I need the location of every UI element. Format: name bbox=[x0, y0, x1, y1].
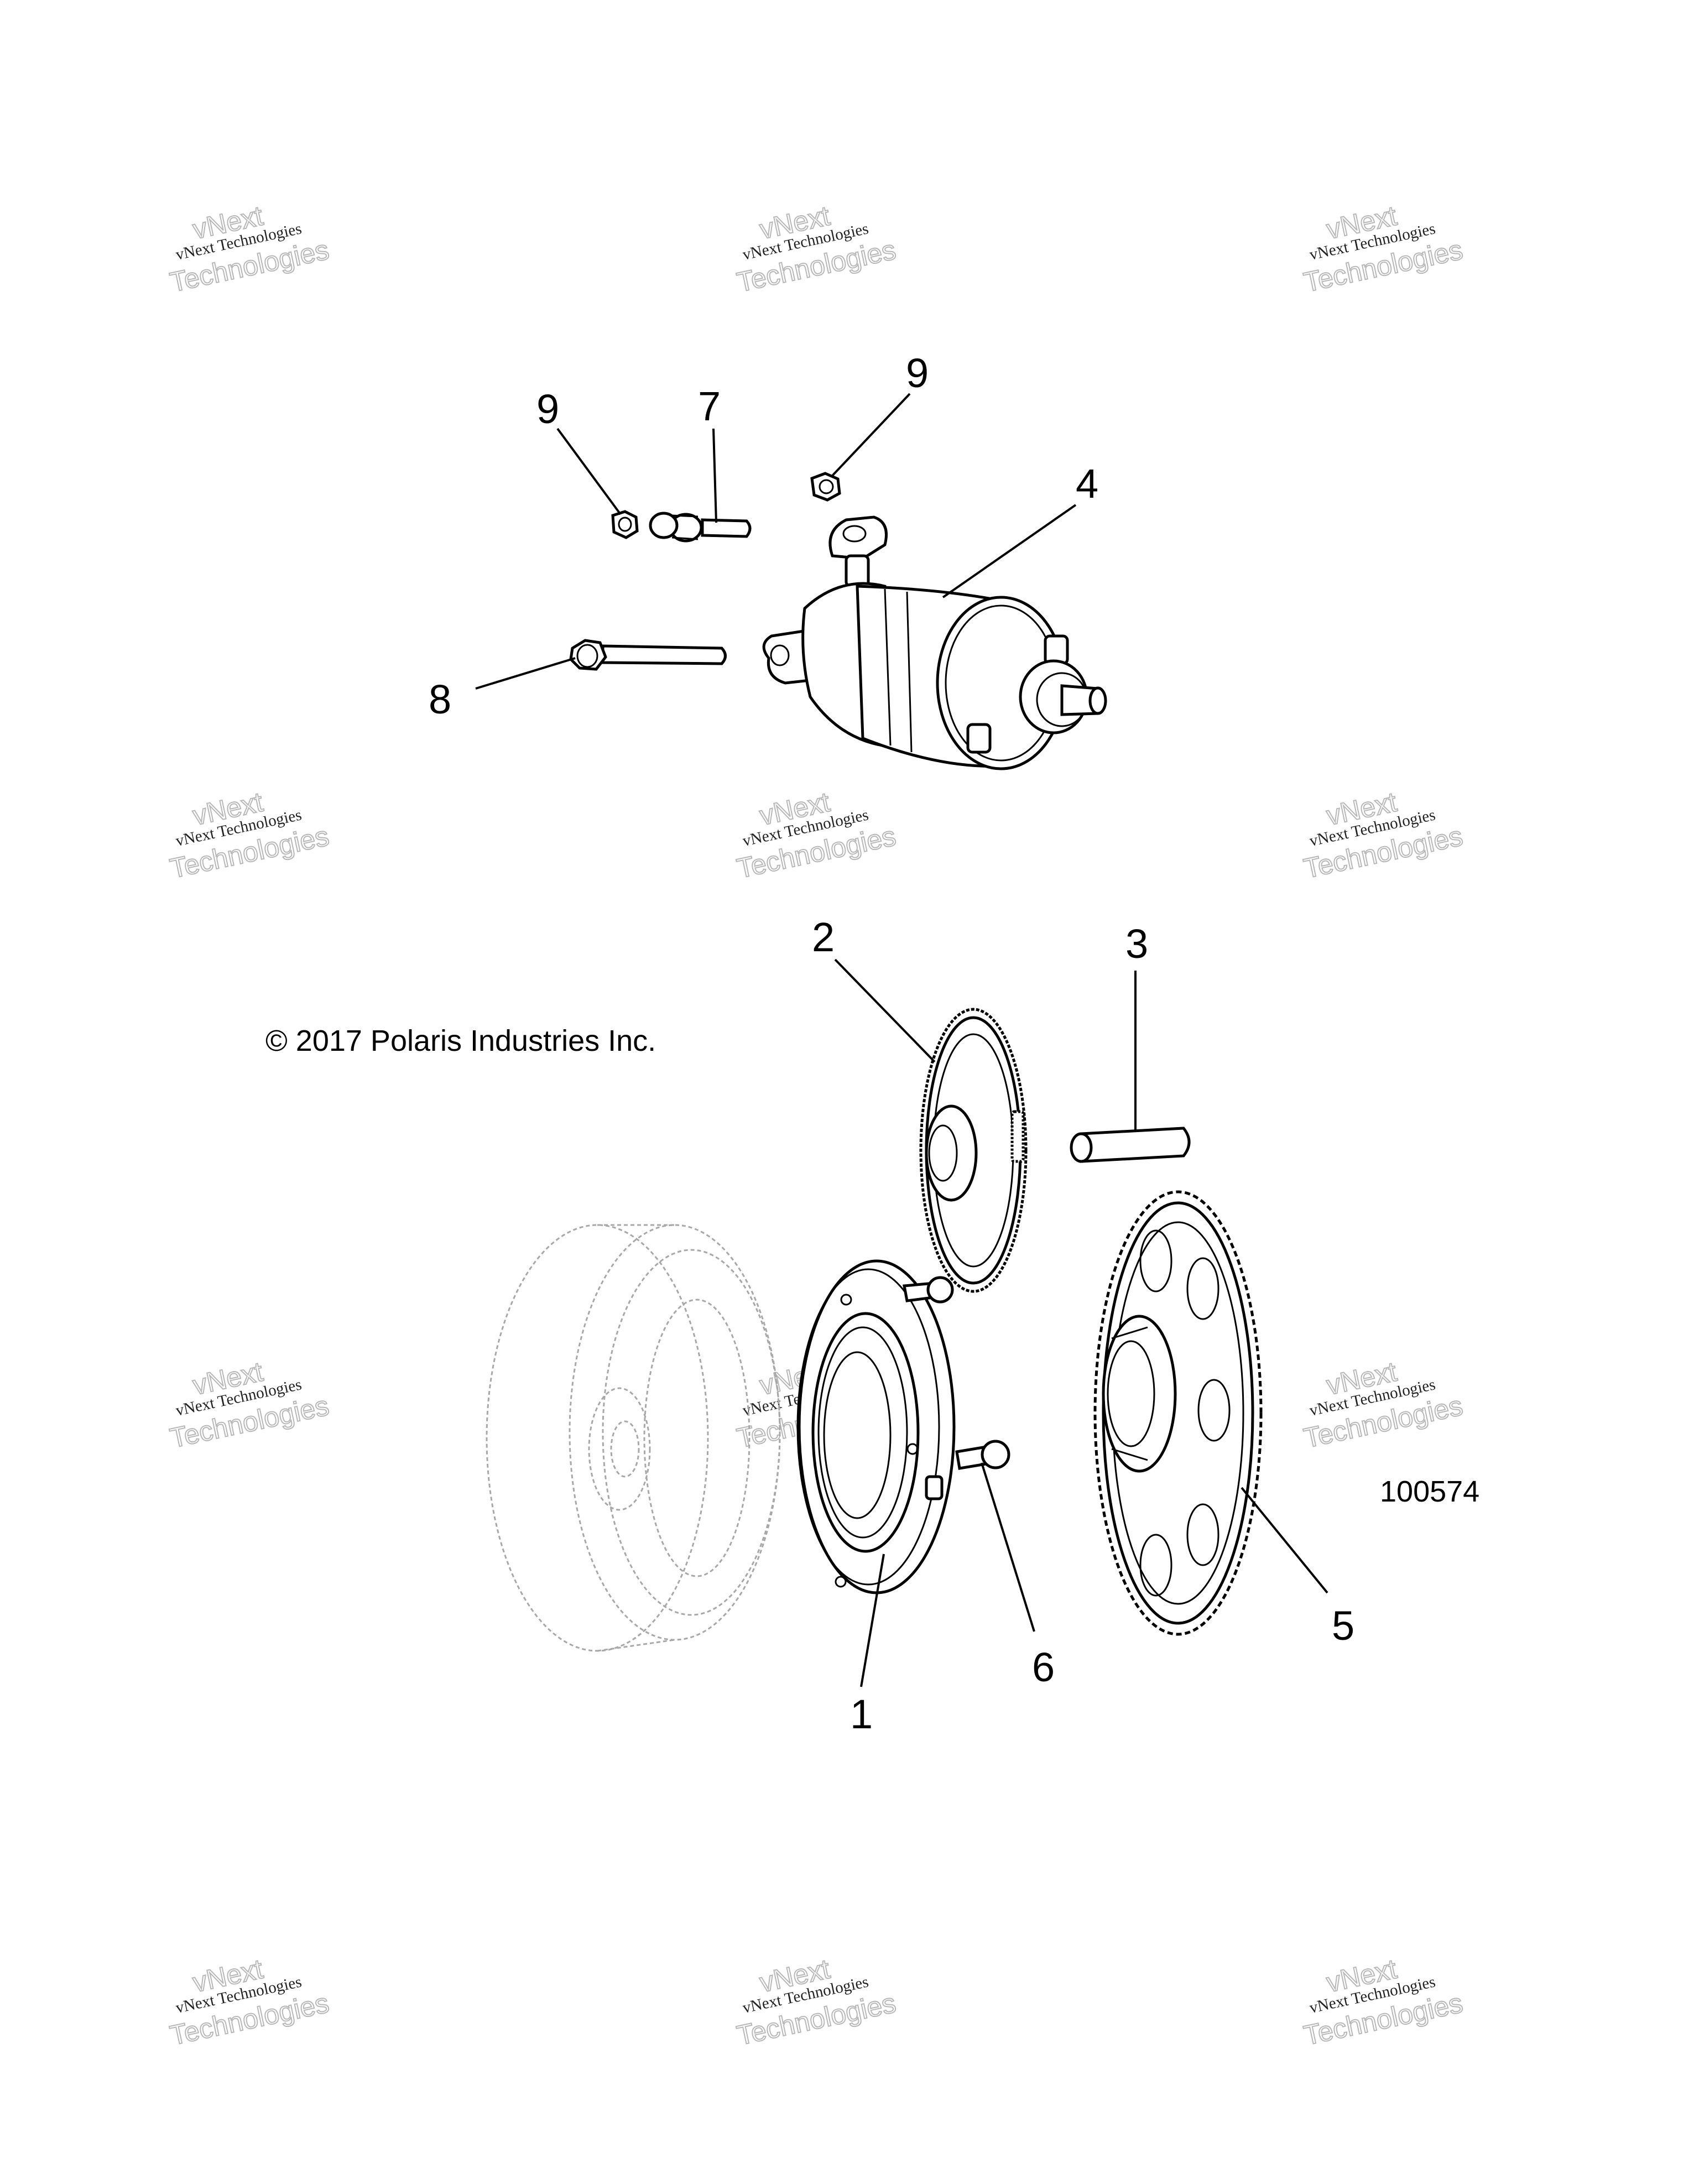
callout-9-left: 9 bbox=[536, 386, 559, 432]
callout-2: 2 bbox=[812, 914, 835, 960]
watermark: vNext vNext Technologies Technologies bbox=[167, 786, 332, 885]
watermark: vNext vNext Technologies Technologies bbox=[167, 200, 332, 299]
watermark: vNext vNext Technologies Technologies bbox=[1301, 1953, 1466, 2052]
callout-5: 5 bbox=[1332, 1603, 1354, 1649]
part-4-starter-motor bbox=[762, 515, 1107, 770]
copyright-notice: © 2017 Polaris Industries Inc. bbox=[265, 1024, 656, 1057]
callout-1: 1 bbox=[850, 1691, 873, 1737]
watermark: vNext vNext Technologies Technologies bbox=[734, 1953, 899, 2052]
callout-9-right: 9 bbox=[906, 350, 929, 396]
watermark: vNext vNext Technologies Technologies bbox=[734, 786, 899, 885]
part-5-driven-gear bbox=[1093, 1190, 1263, 1636]
callout-4: 4 bbox=[1076, 461, 1098, 507]
watermark: vNext vNext Technologies Technologies bbox=[1301, 1356, 1466, 1455]
watermark-grid: vNext vNext Technologies Technologies vN… bbox=[167, 200, 1466, 2052]
part-2-idler-gear bbox=[919, 1008, 1028, 1293]
watermark: vNext vNext Technologies Technologies bbox=[1301, 786, 1466, 885]
part-8-bolt bbox=[569, 639, 727, 671]
part-9-nut-left bbox=[611, 510, 639, 539]
part-6-screw-lower bbox=[955, 1440, 1010, 1470]
watermark: vNext vNext Technologies Technologies bbox=[734, 200, 899, 299]
callout-6: 6 bbox=[1032, 1644, 1055, 1690]
figure-number: 100574 bbox=[1380, 1475, 1479, 1508]
leader-lines bbox=[475, 393, 1328, 1687]
watermark: vNext vNext Technologies Technologies bbox=[167, 1953, 332, 2052]
part-3-shaft bbox=[1070, 1127, 1191, 1163]
watermark: vNext vNext Technologies Technologies bbox=[1301, 200, 1466, 299]
part-1-starter-clutch bbox=[796, 1259, 956, 1594]
flywheel-reference-ghost bbox=[486, 1224, 781, 1652]
callout-3: 3 bbox=[1125, 921, 1148, 967]
part-6-screw-upper bbox=[903, 1276, 954, 1304]
part-7-stud bbox=[649, 512, 752, 543]
part-9-nut-right bbox=[810, 472, 841, 502]
callout-8: 8 bbox=[429, 676, 451, 722]
watermark: vNext vNext Technologies Technologies bbox=[167, 1356, 332, 1455]
callout-numbers: 9 7 9 4 8 2 3 5 6 1 bbox=[429, 350, 1354, 1737]
callout-7: 7 bbox=[698, 383, 721, 429]
